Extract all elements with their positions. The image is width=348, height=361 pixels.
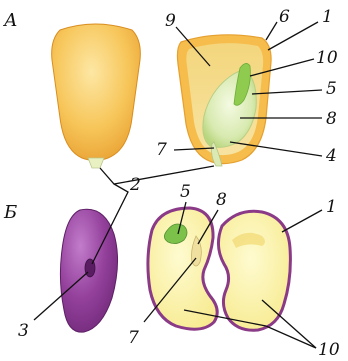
leader-bean-10b [261, 299, 317, 349]
leader-bean-5 [177, 201, 187, 235]
callout-bean-1: 1 [326, 197, 337, 217]
bean-whole-seed [59, 208, 119, 333]
callout-maize-8: 8 [326, 109, 337, 129]
maize-radicle [211, 141, 223, 167]
callout-maize-9: 9 [165, 11, 176, 31]
leader-bean-2 [91, 183, 129, 265]
callout-bean-7: 7 [128, 328, 139, 348]
maize-plumule [233, 63, 251, 106]
section-label-a: А [2, 10, 18, 31]
leader-maize-1 [267, 21, 319, 51]
callout-bean-8: 8 [216, 190, 227, 210]
leader-maize-5 [251, 89, 323, 95]
callout-maize-4: 4 [325, 146, 337, 166]
leader-maize-7 [173, 147, 215, 151]
leader-maize-10 [249, 58, 315, 77]
callout-bean-10: 10 [318, 340, 340, 360]
bean-plumule [164, 223, 188, 244]
callout-maize-1: 1 [322, 7, 333, 27]
leader-bean-8 [197, 209, 219, 245]
bean-cotyledon-right [217, 209, 292, 332]
leader-bean-7 [143, 257, 197, 323]
section-label-b: Б [3, 202, 17, 223]
leader-bean-10a [183, 309, 317, 349]
callout-maize-10: 10 [316, 48, 338, 68]
leader-maize-2 [99, 165, 215, 185]
bean-cotyledon-left [146, 206, 219, 331]
callout-maize-5: 5 [326, 79, 337, 99]
maize-kernel-whole [51, 23, 141, 169]
maize-kernel-section [176, 34, 272, 167]
callout-bean-3: 3 [18, 321, 29, 341]
leader-maize-6 [265, 21, 278, 41]
callout-maize-6: 6 [279, 7, 290, 27]
leader-bean-3 [33, 271, 89, 321]
callout-bean-5: 5 [180, 182, 191, 202]
leader-maize-4 [229, 141, 323, 157]
callout-maize-7: 7 [156, 140, 167, 160]
leader-maize-9 [175, 26, 211, 67]
callout-maize-2: 2 [129, 175, 141, 195]
leader-bean-1 [281, 209, 323, 233]
